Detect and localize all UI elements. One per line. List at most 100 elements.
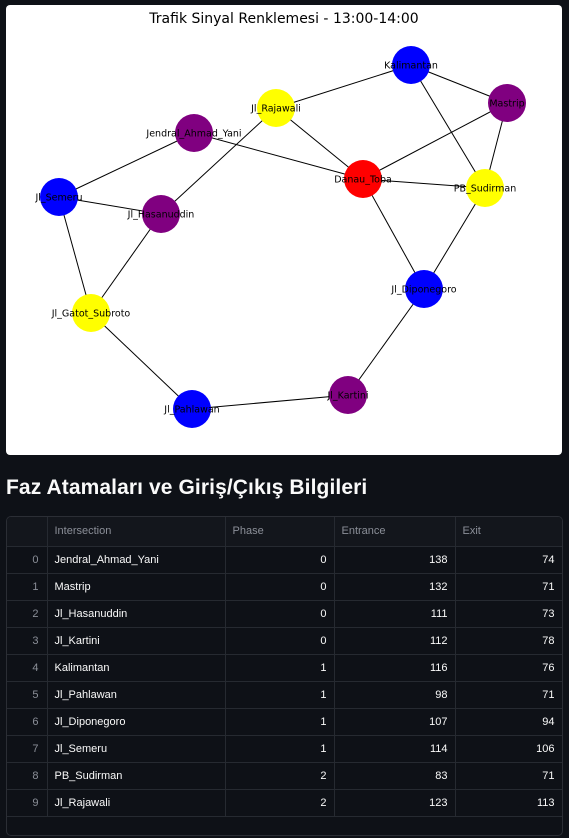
intersection-cell: Jl_Hasanuddin (47, 600, 226, 628)
graph-node-jl-kartini (329, 376, 367, 414)
graph-node-label: Danau_Toba (334, 175, 392, 186)
intersection-cell: Jl_Kartini (47, 627, 226, 655)
row-index-cell: 8 (7, 762, 48, 790)
phase-cell: 0 (225, 573, 335, 601)
entrance-cell: 123 (334, 789, 456, 817)
column-header-entrance[interactable]: Entrance (334, 517, 456, 547)
column-header-exit[interactable]: Exit (455, 517, 562, 547)
graph-node-label: Jl_Kartini (326, 391, 368, 402)
entrance-cell: 116 (334, 654, 456, 682)
intersection-cell: Kalimantan (47, 654, 226, 682)
graph-node-jl-hasanuddin (142, 195, 180, 233)
entrance-cell: 138 (334, 546, 456, 574)
graph-node-jl-rajawali (257, 89, 295, 127)
graph-title: Trafik Sinyal Renklemesi - 13:00-14:00 (148, 11, 418, 27)
column-header-phase[interactable]: Phase (225, 517, 335, 547)
graph-node-jl-pahlawan (173, 390, 211, 428)
row-index-cell: 7 (7, 735, 48, 763)
phase-cell: 2 (225, 789, 335, 817)
graph-node-label: Mastrip (489, 99, 524, 110)
exit-cell: 94 (455, 708, 562, 736)
phase-cell: 0 (225, 546, 335, 574)
graph-node-label: Kalimantan (384, 61, 438, 72)
exit-cell: 106 (455, 735, 562, 763)
graph-node-jendral-ahmad-yani (175, 114, 213, 152)
exit-cell: 73 (455, 600, 562, 628)
graph-edge (275, 64, 412, 109)
graph-node-mastrip (488, 84, 526, 122)
exit-cell: 76 (455, 654, 562, 682)
graph-node-label: Jl_Diponegoro (390, 285, 456, 296)
intersection-cell: Jl_Pahlawan (47, 681, 226, 709)
exit-cell: 71 (455, 573, 562, 601)
graph-node-label: PB_Sudirman (454, 184, 517, 195)
column-header-intersection[interactable]: Intersection (47, 517, 226, 547)
graph-node-label: Jl_Hasanuddin (127, 210, 195, 221)
intersection-cell: Jl_Semeru (47, 735, 226, 763)
exit-cell: 71 (455, 762, 562, 790)
entrance-cell: 83 (334, 762, 456, 790)
graph-node-pb-sudirman (466, 169, 504, 207)
graph-node-kalimantan (392, 46, 430, 84)
graph-node-jl-diponegoro (405, 270, 443, 308)
phase-cell: 0 (225, 600, 335, 628)
intersection-cell: Mastrip (47, 573, 226, 601)
graph-edge (58, 132, 195, 198)
phase-cell: 0 (225, 627, 335, 655)
entrance-cell: 98 (334, 681, 456, 709)
exit-cell: 113 (455, 789, 562, 817)
intersection-cell: Jl_Diponegoro (47, 708, 226, 736)
graph-edge (90, 312, 193, 410)
entrance-cell: 114 (334, 735, 456, 763)
phase-cell: 1 (225, 708, 335, 736)
phase-cell: 2 (225, 762, 335, 790)
row-index-cell: 3 (7, 627, 48, 655)
entrance-cell: 132 (334, 573, 456, 601)
graph-node-label: Jl_Gatot_Subroto (51, 309, 131, 320)
graph-node-label: Jl_Rajawali (250, 104, 301, 115)
graph-edge (90, 213, 162, 314)
graph-edge (423, 187, 486, 290)
graph-node-jl-gatot-subroto (72, 294, 110, 332)
section-title: Faz Atamaları ve Giriş/Çıkış Bilgileri (6, 476, 368, 499)
row-index-cell: 1 (7, 573, 48, 601)
row-index-cell: 9 (7, 789, 48, 817)
column-header-index[interactable] (7, 517, 48, 547)
intersection-cell: PB_Sudirman (47, 762, 226, 790)
exit-cell: 78 (455, 627, 562, 655)
row-index-cell: 6 (7, 708, 48, 736)
graph-node-jl-semeru (40, 178, 78, 216)
row-index-cell: 4 (7, 654, 48, 682)
graph-node-danau-toba (344, 160, 382, 198)
graph-node-label: Jendral_Ahmad_Yani (145, 129, 241, 140)
graph-node-label: Jl_Pahlawan (163, 405, 219, 416)
phase-cell: 1 (225, 654, 335, 682)
graph-figure: Trafik Sinyal Renklemesi - 13:00-14:00 J… (6, 5, 562, 455)
graph-edge (191, 394, 349, 410)
row-index-cell: 0 (7, 546, 48, 574)
graph-node-label: Jl_Semeru (34, 193, 82, 204)
row-index-cell: 2 (7, 600, 48, 628)
graph-edge (362, 178, 486, 189)
phase-cell: 1 (225, 681, 335, 709)
phase-cell: 1 (225, 735, 335, 763)
graph-nodes: Jendral_Ahmad_YaniMastripJl_HasanuddinJl… (34, 46, 526, 428)
graph-edge (193, 132, 364, 180)
entrance-cell: 107 (334, 708, 456, 736)
entrance-cell: 112 (334, 627, 456, 655)
graph-edge (362, 178, 425, 290)
graph-edge (410, 64, 486, 189)
